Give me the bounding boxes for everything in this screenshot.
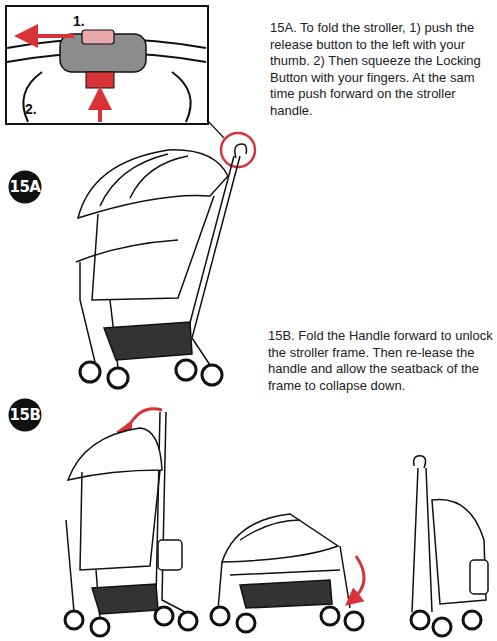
front-leg	[66, 520, 100, 620]
canopy	[222, 514, 338, 562]
wheel	[108, 368, 128, 388]
fold-arrow	[128, 409, 162, 428]
instruction-text: 15B. Fold the Handle forward to unlock t…	[268, 328, 494, 394]
stroller-open	[76, 144, 247, 388]
step-badge: 15B	[8, 398, 42, 432]
canopy-rib	[100, 154, 188, 206]
handle-frame	[162, 412, 185, 612]
squeeze-arrow	[98, 98, 102, 122]
instruction-text: 15A. To fold the stroller, 1) push the r…	[270, 20, 497, 119]
stroller-handle-forward	[65, 409, 197, 636]
collapse-arrow	[352, 556, 364, 600]
handle-hook	[414, 456, 426, 468]
cup-holder	[470, 560, 488, 594]
cup-holder	[158, 540, 182, 570]
stroller-collapsing	[211, 514, 364, 632]
handle-hook	[235, 144, 247, 158]
detail-inset: 1. 2.	[5, 5, 209, 125]
stroller-folded	[411, 456, 488, 636]
seat	[80, 470, 160, 570]
wheel	[179, 612, 197, 630]
arm-bar	[76, 240, 178, 262]
wheel	[463, 611, 481, 629]
wheel	[211, 607, 229, 625]
wheel	[321, 607, 339, 625]
step-badge: 15A	[8, 170, 42, 204]
frame-arm	[23, 72, 42, 122]
badge-circle	[9, 399, 42, 432]
canopy	[78, 150, 228, 218]
badge-circle	[9, 171, 42, 204]
step-number: 15A	[8, 170, 42, 204]
wheel	[202, 365, 222, 385]
wheel	[65, 611, 83, 629]
release-button	[82, 30, 114, 44]
basket	[240, 580, 332, 608]
wheel	[91, 618, 109, 636]
frame-arm	[172, 72, 191, 122]
callout-number: 2.	[25, 101, 37, 117]
step-number: 15B	[8, 398, 42, 432]
callout-number: 1.	[73, 13, 85, 29]
frame	[412, 468, 432, 612]
basket	[104, 322, 192, 360]
leader-line	[207, 120, 224, 138]
frame	[218, 546, 350, 610]
wheel	[345, 612, 363, 630]
wheel	[433, 618, 451, 636]
push-arrow	[26, 34, 74, 38]
wheel	[155, 607, 173, 625]
canopy-rib	[240, 520, 300, 540]
wheel	[176, 360, 196, 380]
basket	[92, 584, 158, 614]
wheel	[237, 614, 255, 632]
wheel	[80, 362, 100, 382]
locking-button	[86, 72, 114, 88]
seat	[92, 196, 214, 300]
front-leg	[80, 262, 95, 362]
wheel	[411, 611, 429, 629]
